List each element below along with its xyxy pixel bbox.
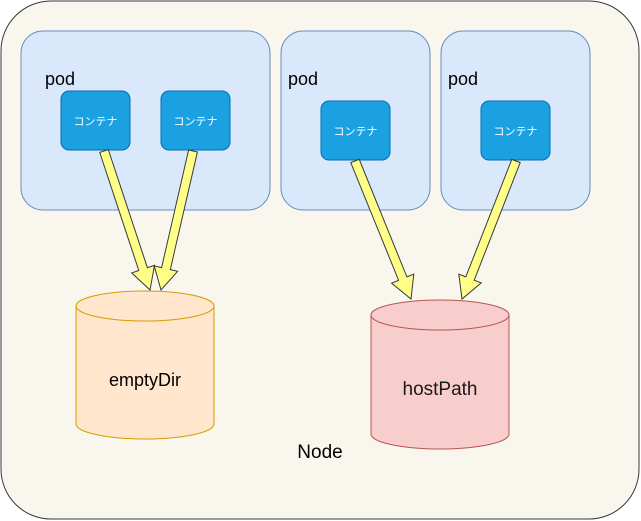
pod-2-label: pod (288, 69, 318, 89)
pod-1-box (20, 30, 271, 211)
pod-1-container-2-label: コンテナ (174, 115, 218, 128)
pod-1-container-2 (160, 90, 231, 151)
arrow-pod-1-c1-to-empty-dir (99, 148, 156, 291)
host-path-cylinder-body (370, 315, 510, 450)
pod-3-label: pod (448, 69, 478, 89)
pod-1-container-1-label: コンテナ (74, 115, 118, 128)
arrow-pod-3-c1-to-host-path (458, 158, 521, 300)
pod-2-container-1 (320, 100, 391, 161)
empty-dir-label: emptyDir (109, 370, 181, 390)
empty-dir-cylinder-top (75, 290, 215, 322)
mount-arrows (99, 148, 521, 300)
empty-dir-cylinder-body (75, 306, 215, 440)
host-path-cylinder-top (370, 299, 510, 331)
node-label: Node (297, 442, 342, 463)
empty-dir-volume: emptyDir (75, 290, 215, 440)
arrow-pod-1-c2-to-empty-dir (153, 149, 198, 292)
pod-1: pod コンテナ コンテナ (20, 30, 271, 211)
pod-1-label: pod (45, 69, 75, 89)
host-path-label: hostPath (403, 379, 478, 400)
arrow-pod-2-c1-to-host-path (350, 158, 415, 300)
pod-3: pod コンテナ (440, 30, 591, 211)
pod-2-container-1-label: コンテナ (334, 125, 378, 138)
pod-1-container-1 (60, 90, 131, 151)
pod-2: pod コンテナ (280, 30, 431, 211)
pod-3-container-1 (480, 100, 551, 161)
host-path-volume: hostPath (370, 299, 510, 450)
pod-3-container-1-label: コンテナ (494, 125, 538, 138)
